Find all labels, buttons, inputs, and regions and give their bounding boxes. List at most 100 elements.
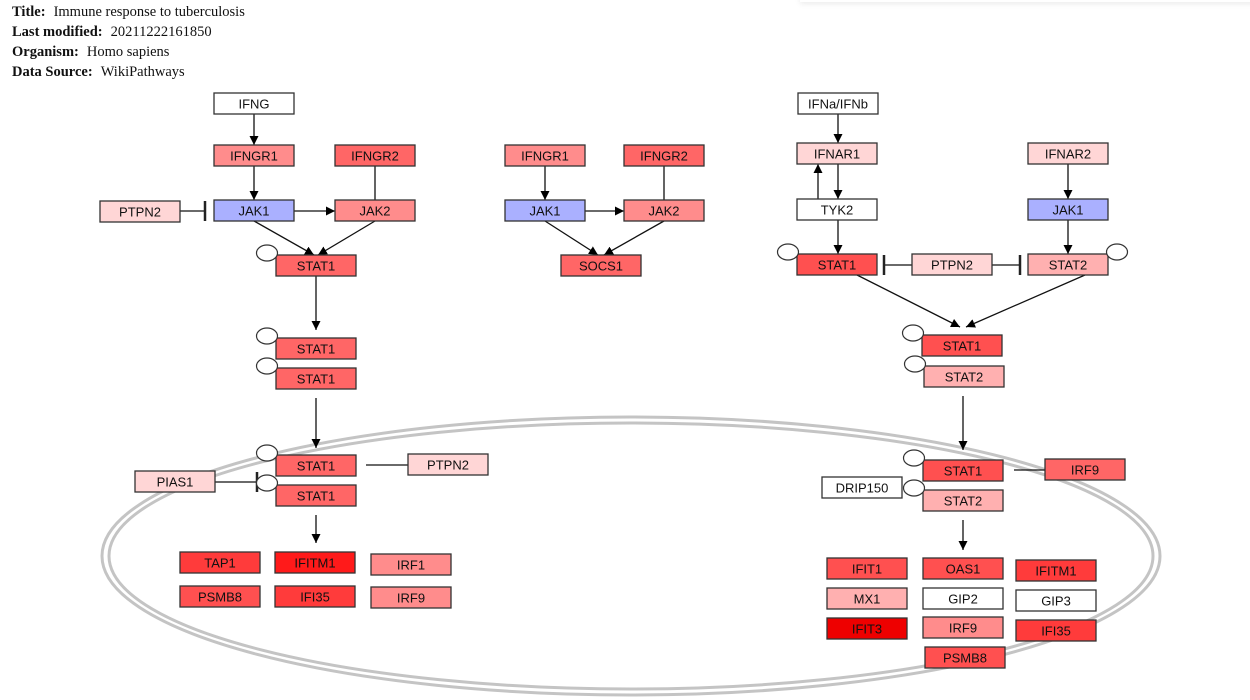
gene-node-ifngr1[interactable]: IFNGR1 [213, 144, 295, 167]
gene-node-jak1[interactable]: JAK1 [213, 199, 295, 222]
gene-box[interactable] [923, 365, 1005, 388]
gene-node-tap1[interactable]: TAP1 [179, 551, 261, 574]
gene-box[interactable] [1015, 589, 1097, 612]
gene-node-stat1[interactable]: STAT1 [255, 444, 357, 477]
top-toolbar-shadow [800, 0, 1250, 2]
gene-node-ifnar2[interactable]: IFNAR2 [1027, 142, 1109, 165]
gene-box[interactable] [274, 551, 356, 574]
gene-box[interactable] [826, 617, 908, 640]
gene-node-ifit3[interactable]: IFIT3 [826, 617, 908, 640]
gene-box[interactable] [275, 484, 357, 507]
gene-node-ifna-ifnb[interactable]: IFNa/IFNb [797, 92, 879, 115]
gene-box[interactable] [1015, 559, 1097, 582]
gene-box[interactable] [213, 92, 295, 115]
gene-label: STAT2 [944, 494, 983, 509]
gene-node-stat2[interactable]: STAT2 [903, 355, 1005, 388]
gene-box[interactable] [99, 200, 181, 223]
gene-box[interactable] [274, 585, 356, 608]
gene-node-socs1[interactable]: SOCS1 [560, 254, 642, 277]
gene-box[interactable] [275, 367, 357, 390]
gene-node-stat2[interactable]: STAT2 [902, 479, 1004, 512]
gene-box[interactable] [370, 553, 452, 576]
gene-box[interactable] [826, 557, 908, 580]
gene-node-ptpn2[interactable]: PTPN2 [407, 453, 489, 476]
gene-node-irf9[interactable]: IRF9 [370, 586, 452, 609]
gene-node-irf1[interactable]: IRF1 [370, 553, 452, 576]
gene-box[interactable] [560, 254, 642, 277]
gene-box[interactable] [275, 454, 357, 477]
gene-node-ifi35[interactable]: IFI35 [274, 585, 356, 608]
gene-box[interactable] [134, 470, 216, 493]
gene-box[interactable] [1044, 458, 1126, 481]
gene-box[interactable] [924, 646, 1006, 669]
gene-node-mx1[interactable]: MX1 [826, 587, 908, 610]
gene-node-stat1[interactable]: STAT1 [255, 357, 357, 390]
gene-box[interactable] [796, 198, 878, 221]
gene-box[interactable] [275, 337, 357, 360]
gene-box[interactable] [922, 616, 1004, 639]
gene-box[interactable] [504, 199, 586, 222]
gene-node-oas1[interactable]: OAS1 [922, 557, 1004, 580]
gene-box[interactable] [922, 459, 1004, 482]
gene-box[interactable] [275, 254, 357, 277]
gene-node-ifng[interactable]: IFNG [213, 92, 295, 115]
gene-node-psmb8[interactable]: PSMB8 [179, 585, 261, 608]
gene-box[interactable] [623, 144, 705, 167]
gene-box[interactable] [922, 489, 1004, 512]
gene-box[interactable] [911, 253, 993, 276]
gene-node-stat1[interactable]: STAT1 [902, 449, 1004, 482]
gene-node-stat1[interactable]: STAT1 [901, 324, 1003, 357]
gene-box[interactable] [821, 476, 903, 499]
gene-node-gip2[interactable]: GIP2 [922, 587, 1004, 610]
gene-box[interactable] [796, 253, 878, 276]
gene-node-ifitm1[interactable]: IFITM1 [274, 551, 356, 574]
gene-box[interactable] [922, 587, 1004, 610]
gene-node-psmb8[interactable]: PSMB8 [924, 646, 1006, 669]
gene-node-tyk2[interactable]: TYK2 [796, 198, 878, 221]
gene-node-jak1[interactable]: JAK1 [1027, 198, 1109, 221]
gene-box[interactable] [179, 551, 261, 574]
gene-node-pias1[interactable]: PIAS1 [134, 470, 216, 493]
gene-box[interactable] [797, 92, 879, 115]
gene-box[interactable] [1027, 142, 1109, 165]
gene-node-ptpn2[interactable]: PTPN2 [99, 200, 181, 223]
gene-box[interactable] [334, 144, 416, 167]
gene-node-irf9[interactable]: IRF9 [1044, 458, 1126, 481]
gene-box[interactable] [179, 585, 261, 608]
gene-box[interactable] [370, 586, 452, 609]
gene-node-drip150[interactable]: DRIP150 [821, 476, 903, 499]
gene-box[interactable] [1027, 198, 1109, 221]
gene-node-jak2[interactable]: JAK2 [334, 199, 416, 222]
gene-node-jak2[interactable]: JAK2 [623, 199, 705, 222]
gene-box[interactable] [213, 199, 295, 222]
gene-box[interactable] [922, 557, 1004, 580]
gene-box[interactable] [921, 334, 1003, 357]
gene-node-ptpn2[interactable]: PTPN2 [911, 253, 993, 276]
gene-box[interactable] [334, 199, 416, 222]
gene-node-gip3[interactable]: GIP3 [1015, 589, 1097, 612]
gene-node-stat1[interactable]: STAT1 [255, 244, 357, 277]
gene-label: IRF9 [397, 591, 425, 606]
gene-node-stat1[interactable]: STAT1 [255, 474, 357, 507]
gene-box[interactable] [796, 142, 878, 165]
gene-node-irf9[interactable]: IRF9 [922, 616, 1004, 639]
gene-box[interactable] [1027, 253, 1109, 276]
gene-node-ifitm1[interactable]: IFITM1 [1015, 559, 1097, 582]
gene-box[interactable] [623, 199, 705, 222]
gene-node-ifngr2[interactable]: IFNGR2 [623, 144, 705, 167]
gene-node-stat1[interactable]: STAT1 [776, 243, 878, 276]
gene-box[interactable] [407, 453, 489, 476]
gene-box[interactable] [1015, 619, 1097, 642]
gene-node-stat2[interactable]: STAT2 [1027, 243, 1129, 276]
gene-node-ifngr2[interactable]: IFNGR2 [334, 144, 416, 167]
gene-node-jak1[interactable]: JAK1 [504, 199, 586, 222]
gene-box[interactable] [213, 144, 295, 167]
gene-box[interactable] [826, 587, 908, 610]
gene-node-ifi35[interactable]: IFI35 [1015, 619, 1097, 642]
gene-node-ifnar1[interactable]: IFNAR1 [796, 142, 878, 165]
gene-node-stat1[interactable]: STAT1 [255, 327, 357, 360]
gene-node-ifngr1[interactable]: IFNGR1 [504, 144, 586, 167]
gene-node-ifit1[interactable]: IFIT1 [826, 557, 908, 580]
gene-box[interactable] [504, 144, 586, 167]
